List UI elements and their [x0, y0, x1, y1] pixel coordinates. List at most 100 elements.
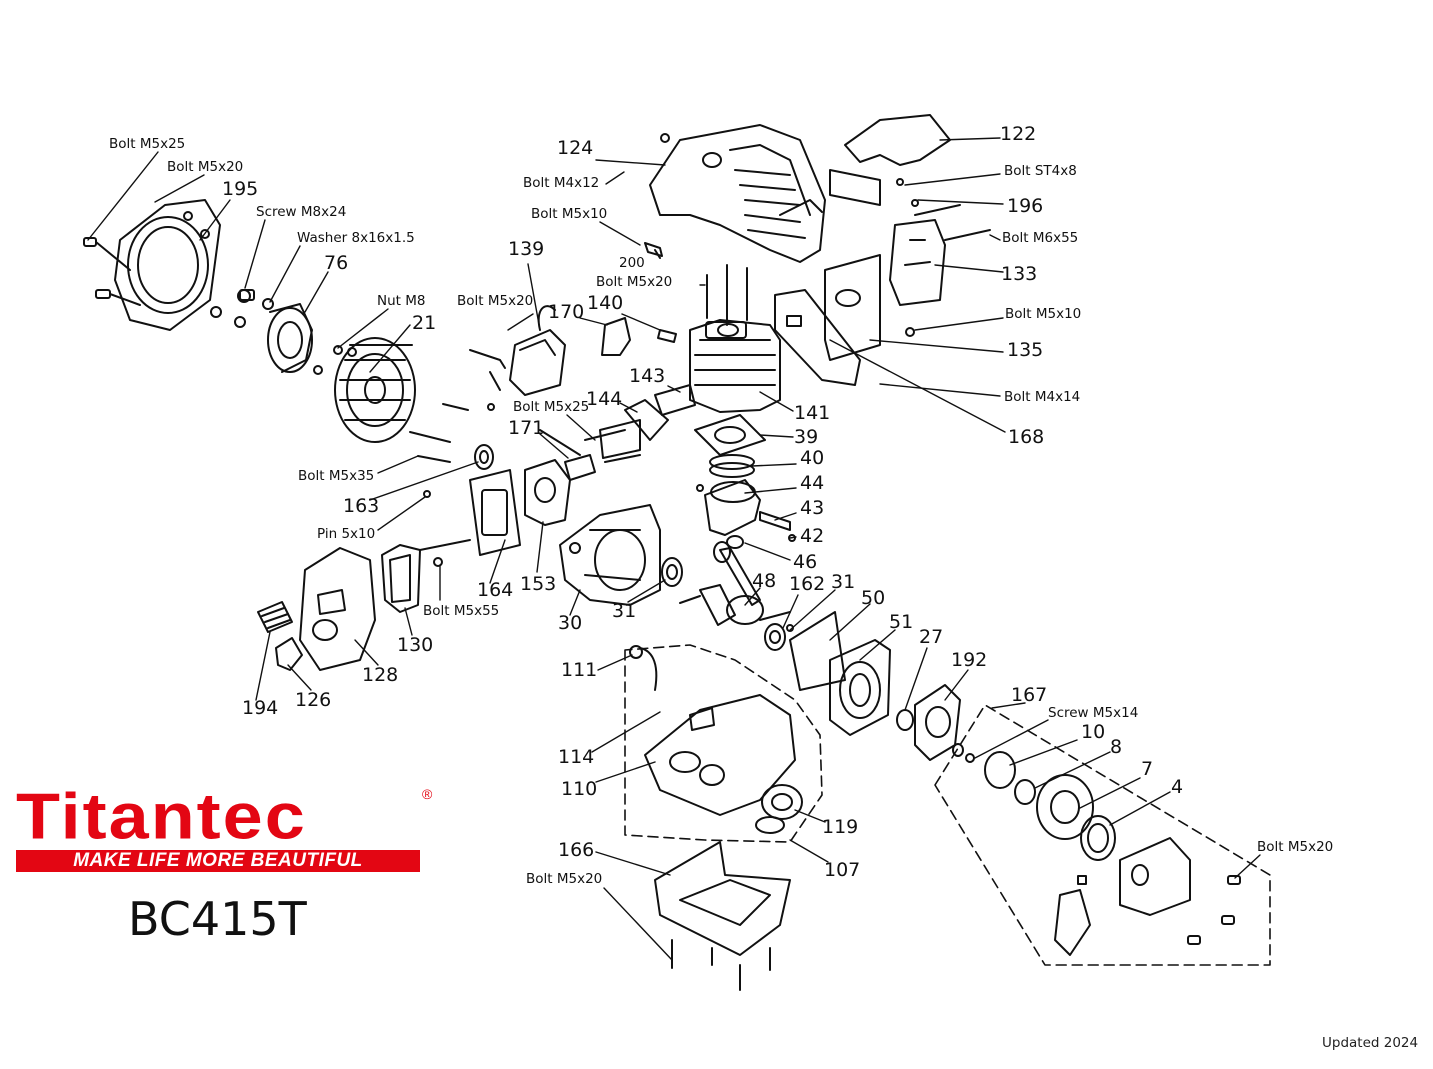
part-label: Bolt M5x20 [596, 274, 673, 290]
crankcase-right-part [789, 611, 891, 736]
part-label: 50 [861, 587, 886, 609]
part-label: 164 [477, 579, 514, 601]
clutch-part [210, 289, 343, 375]
part-label: 122 [1000, 123, 1037, 145]
part-label: 195 [222, 178, 259, 200]
part-label: 76 [324, 252, 349, 274]
part-label: 133 [1001, 263, 1038, 285]
intake-part [564, 384, 696, 481]
part-label: 200 [619, 255, 645, 271]
part-label: 119 [822, 816, 859, 838]
part-label: Bolt M4x14 [1004, 389, 1081, 405]
part-label: 107 [824, 859, 861, 881]
part-label: 124 [557, 137, 594, 159]
crankshaft-part [679, 541, 791, 626]
part-label: Bolt M5x20 [1257, 839, 1334, 855]
part-label: 171 [508, 417, 545, 439]
ignition-coil-part [469, 305, 566, 396]
part-label: Bolt M4x12 [523, 175, 600, 191]
part-label: 167 [1011, 684, 1048, 706]
fuel-tank-group-outline [624, 644, 823, 843]
recoil-starter-part [965, 751, 1241, 956]
part-label: Washer 8x16x1.5 [297, 230, 415, 246]
part-label: 162 [789, 573, 826, 595]
part-label: 42 [800, 525, 825, 547]
part-label: 192 [951, 649, 988, 671]
muffler-part [824, 204, 991, 361]
part-label: 8 [1110, 736, 1123, 758]
flywheel-part [334, 337, 416, 443]
part-label: Bolt M5x20 [457, 293, 534, 309]
part-label: 135 [1007, 339, 1044, 361]
part-label: Bolt M5x25 [109, 136, 186, 152]
part-label: 44 [800, 472, 825, 494]
part-label: 110 [561, 778, 598, 800]
cylinder-gasket-part [694, 414, 766, 456]
part-label: 139 [508, 238, 545, 260]
part-label: Bolt M5x55 [423, 603, 500, 619]
muffler-cover-part [829, 114, 951, 207]
model-title: BC415T [128, 892, 307, 946]
carburetor-part [474, 429, 581, 526]
part-label: Bolt M5x25 [513, 399, 590, 415]
part-label: 144 [586, 388, 623, 410]
part-label: Screw M5x14 [1048, 705, 1139, 721]
part-label: Screw M8x24 [256, 204, 347, 220]
part-label: 10 [1081, 721, 1106, 743]
part-label: 143 [629, 365, 666, 387]
cylinder-part [689, 264, 781, 413]
part-label: 46 [793, 551, 818, 573]
part-label: 30 [558, 612, 583, 634]
part-label: 48 [752, 570, 777, 592]
part-label: Bolt ST4x8 [1004, 163, 1077, 179]
part-label: 168 [1008, 426, 1045, 448]
bearing-part [661, 557, 794, 651]
crankcase-left-part [559, 504, 661, 606]
part-label: Nut M8 [377, 293, 426, 309]
part-label: 27 [919, 626, 944, 648]
fuel-tank-part [629, 645, 796, 816]
part-label: 153 [520, 573, 557, 595]
part-label: Bolt M5x20 [526, 871, 603, 887]
bottom-guard-part [654, 841, 791, 991]
bolt-hardware-part [409, 403, 495, 567]
part-label: 43 [800, 497, 825, 519]
part-label: 163 [343, 495, 380, 517]
part-label: 4 [1171, 776, 1184, 798]
part-label: 140 [587, 292, 624, 314]
muffler-gasket-part [774, 289, 861, 386]
part-label: 196 [1007, 195, 1044, 217]
updated-note: Updated 2024 [1322, 1035, 1419, 1051]
registered-mark: ® [422, 786, 433, 802]
part-label: 31 [831, 571, 856, 593]
part-label: 141 [794, 402, 831, 424]
part-label: 111 [561, 659, 598, 681]
part-label: 21 [412, 312, 437, 334]
choke-primer-part [257, 601, 303, 671]
part-label: 128 [362, 664, 399, 686]
part-label: Bolt M5x20 [167, 159, 244, 175]
part-label: 31 [612, 600, 637, 622]
fuel-cap-part [755, 784, 803, 834]
part-label: 126 [295, 689, 332, 711]
part-label: 130 [397, 634, 434, 656]
part-label: 114 [558, 746, 595, 768]
engine-cover-part [649, 124, 826, 263]
part-label: 51 [889, 611, 914, 633]
part-label: 166 [558, 839, 595, 861]
starter-cover-part [83, 199, 221, 331]
spark-plug-part [644, 242, 663, 259]
part-label: 194 [242, 697, 279, 719]
part-label: Bolt M5x10 [531, 206, 608, 222]
part-label: 40 [800, 447, 825, 469]
air-filter-part [299, 469, 521, 671]
part-label: 7 [1141, 758, 1154, 780]
piston-part [696, 454, 796, 549]
part-label: Bolt M5x10 [1005, 306, 1082, 322]
part-label: 170 [548, 301, 585, 323]
brand-slogan: MAKE LIFE MORE BEAUTIFUL [16, 850, 420, 872]
part-label: Bolt M6x55 [1002, 230, 1079, 246]
plug-boot-part [601, 317, 677, 356]
part-label: Pin 5x10 [317, 526, 376, 542]
